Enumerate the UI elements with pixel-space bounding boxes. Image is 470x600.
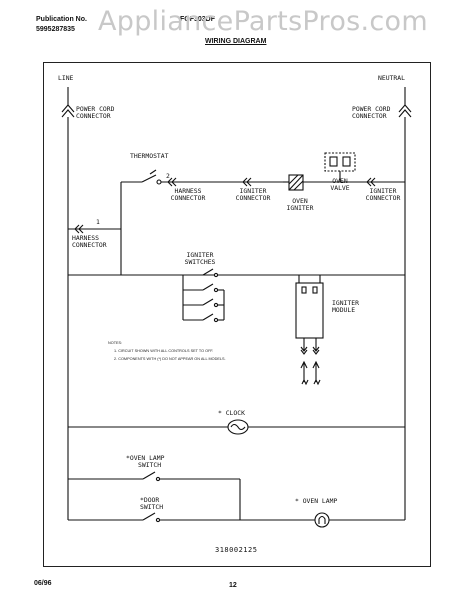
oven-lamp-symbol [314, 512, 405, 528]
diagram-title: WIRING DIAGRAM [205, 38, 267, 45]
model-code: FGF303DF [180, 16, 216, 23]
harness-connector-left-line2: CONNECTOR [72, 241, 107, 249]
power-cord-connector-right-line2: CONNECTOR [352, 112, 387, 120]
note-1: 1. CIRCUIT SHOWN WITH ALL CONTROLS SET T… [114, 349, 214, 353]
footer-date: 06/96 [34, 580, 52, 587]
neutral-label: NEUTRAL [378, 74, 405, 82]
igniter-module-symbol [295, 275, 324, 386]
note-2: 2. COMPONENTS WITH (*) DO NOT APPEAR ON … [114, 357, 226, 361]
line-bus [61, 87, 75, 520]
publication-label: Publication No. [36, 16, 87, 23]
harness-connector-top-line1: HARNESS [174, 187, 202, 195]
neutral-bus [398, 87, 412, 520]
terminal-2-label: 2 [166, 172, 170, 180]
notes-title: NOTES: [108, 341, 123, 345]
oven-lamp-switch-line2: SWITCH [138, 461, 162, 469]
oven-valve-symbol [324, 152, 405, 187]
watermark: AppliancePartsPros.com [98, 6, 428, 37]
door-switch-line2: SWITCH [140, 503, 164, 511]
terminal-1-label: 1 [96, 218, 100, 226]
power-cord-connector-left-line1: POWER CORD [76, 105, 115, 113]
oven-valve-line1: OVEN [332, 177, 348, 185]
power-cord-connector-right-line1: POWER CORD [352, 105, 391, 113]
clock-symbol [68, 419, 405, 435]
document-number: 318002125 [215, 546, 258, 554]
oven-lamp-switch-line1: *OVEN LAMP [126, 454, 165, 462]
door-switch-line1: *DOOR [140, 496, 160, 504]
igniter-switches-line2: SWITCHES [184, 258, 216, 266]
lamp-door-switch-symbol [68, 471, 315, 523]
igniter-connector-right-line1: IGNITER [369, 187, 397, 195]
oven-valve-line2: VALVE [330, 184, 350, 192]
igniter-connector-right-line2: CONNECTOR [365, 194, 401, 202]
oven-lamp-label: * OVEN LAMP [295, 497, 338, 505]
thermostat-symbol [120, 169, 283, 275]
igniter-connector-left-line1: IGNITER [239, 187, 267, 195]
igniter-module-line2: MODULE [332, 306, 356, 314]
oven-igniter-line2: IGNITER [286, 204, 314, 212]
thermostat-label: THERMOSTAT [130, 152, 169, 160]
oven-igniter-line1: OVEN [292, 197, 308, 205]
harness-connector-left-line1: HARNESS [72, 234, 99, 242]
footer-page: 12 [229, 582, 237, 589]
harness-connector-top-line2: CONNECTOR [170, 194, 206, 202]
igniter-connector-left-line2: CONNECTOR [235, 194, 271, 202]
clock-label: * CLOCK [218, 409, 245, 417]
igniter-switches-symbol [68, 268, 405, 323]
igniter-module-line1: IGNITER [332, 299, 359, 307]
notes-block: NOTES: 1. CIRCUIT SHOWN WITH ALL CONTROL… [108, 339, 226, 363]
publication-number: 5995287835 [36, 26, 75, 33]
diagram-frame [43, 62, 431, 567]
oven-igniter-symbol [283, 174, 340, 191]
harness-connector-left-symbol [68, 224, 121, 234]
power-cord-connector-left-line2: CONNECTOR [76, 112, 111, 120]
line-label: LINE [58, 74, 74, 82]
igniter-switches-line1: IGNITER [186, 251, 214, 259]
